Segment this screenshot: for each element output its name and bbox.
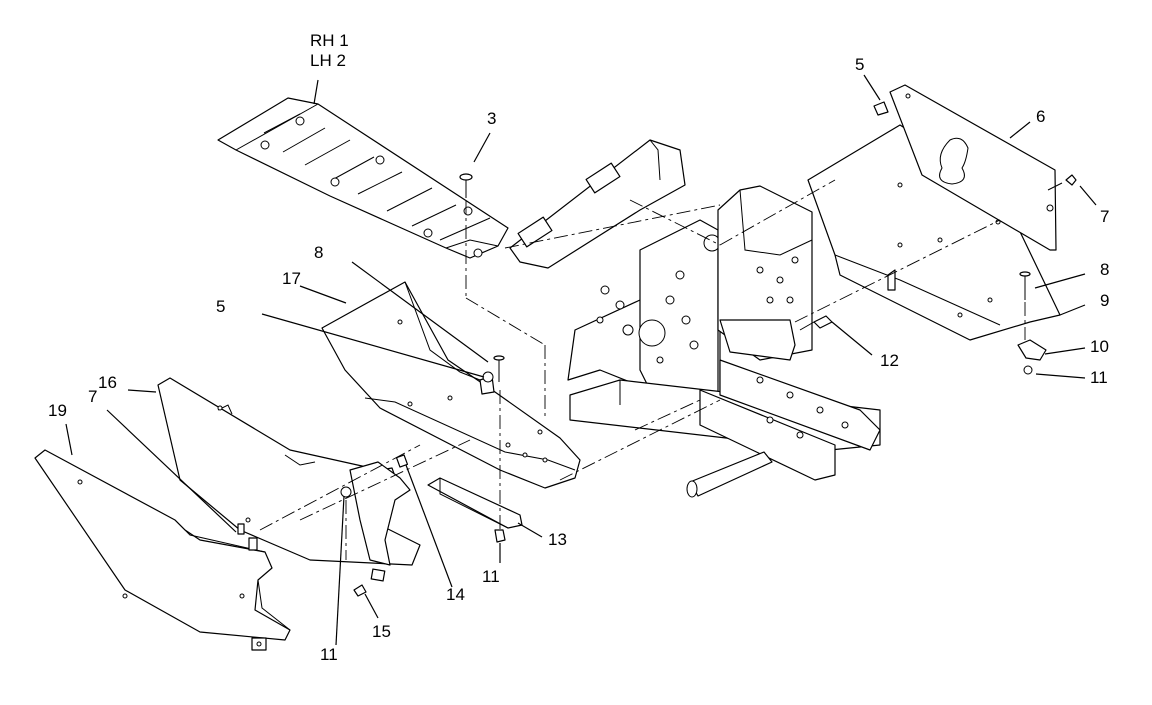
callout-15: 15 <box>372 622 391 641</box>
callout-6: 6 <box>1036 107 1045 126</box>
small-bracket <box>427 477 523 529</box>
callout-10: 10 <box>1090 337 1109 356</box>
callout-rh1: RH 1 <box>310 31 349 50</box>
callout-8-right: 8 <box>1100 260 1109 279</box>
callout-7-right: 7 <box>1100 207 1109 226</box>
callout-9: 9 <box>1100 291 1109 310</box>
fasteners <box>237 101 1077 597</box>
callout-13: 13 <box>548 530 567 549</box>
callout-11-right: 11 <box>1090 368 1108 387</box>
assembly-center-lines <box>259 179 1026 560</box>
callout-3: 3 <box>487 109 496 128</box>
callout-16: 16 <box>98 373 117 392</box>
callout-5-center: 5 <box>216 297 225 316</box>
callout-19: 19 <box>48 401 67 420</box>
callout-7-left: 7 <box>88 387 97 406</box>
callout-12: 12 <box>880 351 899 370</box>
bracket-assembly <box>349 454 411 566</box>
callout-11-center: 11 <box>482 567 500 586</box>
center-panel <box>321 281 581 489</box>
leader-lines <box>65 74 1097 646</box>
callout-lh2: LH 2 <box>310 51 346 70</box>
callout-labels: RH 1 LH 2 3 5 6 7 8 9 10 11 12 8 17 5 16… <box>48 31 1109 664</box>
callout-5-upper-right: 5 <box>855 55 864 74</box>
footrest-panel <box>217 97 509 259</box>
callout-11-left: 11 <box>320 645 338 664</box>
left-front-panel <box>34 449 291 651</box>
callout-14: 14 <box>446 585 465 604</box>
upper-right-shield <box>889 84 1057 251</box>
main-frame <box>509 139 881 498</box>
callout-17: 17 <box>282 269 301 288</box>
callout-8-center: 8 <box>314 243 323 262</box>
